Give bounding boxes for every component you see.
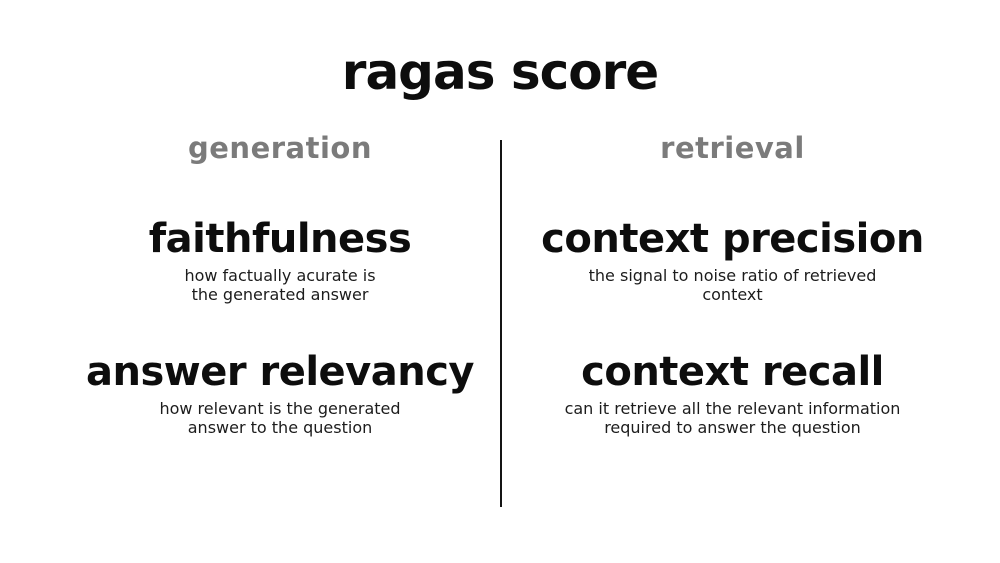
metric-context-recall: context recall can it retrieve all the r…: [465, 349, 1000, 438]
metric-description-answer-relevancy: how relevant is the generated answer to …: [20, 399, 540, 438]
metric-description-faithfulness: how factually acurate is the generated a…: [20, 266, 540, 305]
metric-name-context-recall: context recall: [581, 348, 884, 395]
description-line: the generated answer: [191, 285, 369, 305]
column-heading-generation: generation: [188, 131, 372, 165]
metric-answer-relevancy: answer relevancy how relevant is the gen…: [20, 349, 540, 438]
description-line: how factually acurate is: [184, 265, 376, 285]
description-line: how relevant is the generated: [159, 398, 401, 418]
metric-description-context-recall: can it retrieve all the relevant informa…: [465, 399, 1000, 438]
metric-name-faithfulness: faithfulness: [148, 215, 412, 262]
metric-faithfulness: faithfulness how factually acurate is th…: [20, 216, 540, 305]
description-line: required to answer the question: [604, 418, 861, 438]
description-line: context: [702, 285, 763, 305]
vertical-divider: [500, 140, 502, 507]
description-line: answer to the question: [187, 418, 373, 438]
column-generation: generation faithfulness how factually ac…: [20, 131, 540, 438]
metric-context-precision: context precision the signal to noise ra…: [465, 216, 1000, 305]
metric-name-answer-relevancy: answer relevancy: [85, 348, 475, 395]
metric-description-context-precision: the signal to noise ratio of retrieved c…: [465, 266, 1000, 305]
column-retrieval: retrieval context precision the signal t…: [465, 131, 1000, 438]
page-title: ragas score: [341, 43, 659, 101]
metric-name-context-precision: context precision: [541, 215, 924, 262]
description-line: the signal to noise ratio of retrieved: [588, 265, 877, 285]
column-heading-retrieval: retrieval: [660, 131, 805, 165]
description-line: can it retrieve all the relevant informa…: [564, 398, 901, 418]
